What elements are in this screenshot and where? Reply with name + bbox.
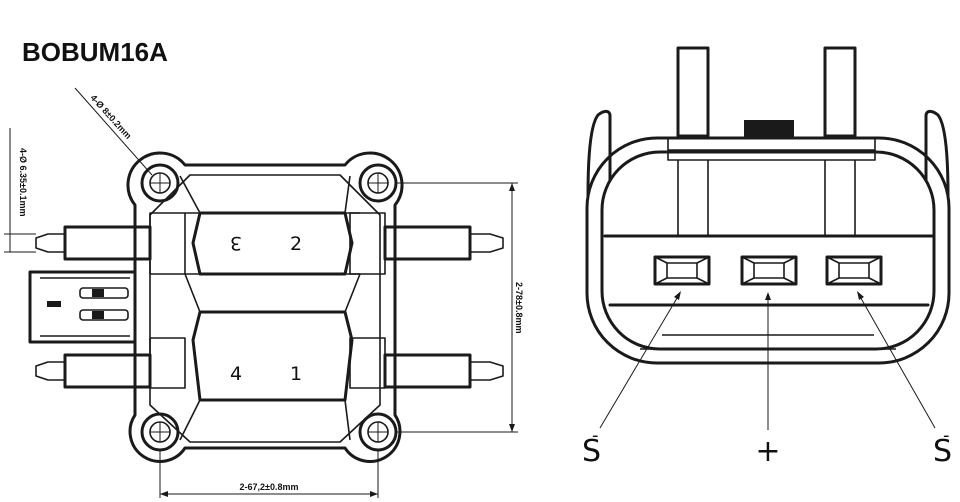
hv-pin-top-right bbox=[383, 225, 504, 261]
latch-tab-right bbox=[823, 46, 857, 138]
hv-pin-bottom-left bbox=[35, 353, 152, 389]
height-dimension: 2-78±0.8mm bbox=[514, 282, 524, 333]
terminal-slot-middle bbox=[740, 255, 798, 286]
coil-block-lower bbox=[149, 310, 386, 402]
housing-inner-outline bbox=[149, 174, 381, 443]
latch-tab-left bbox=[676, 46, 710, 138]
mount-hole-dimension: 4-Ø 8±0.2mm bbox=[89, 93, 134, 141]
side-connector bbox=[28, 270, 137, 344]
mount-hole-bottom-right bbox=[358, 412, 398, 452]
height-dimension-lines bbox=[395, 182, 518, 433]
shell-band-top bbox=[667, 138, 876, 161]
pin-label-signal-right: S bbox=[933, 434, 952, 469]
coil-number-4: 4 bbox=[230, 363, 242, 385]
locking-key bbox=[744, 120, 794, 138]
pin-label-signal-left-sup: - bbox=[592, 425, 599, 446]
connector-cavity bbox=[603, 234, 934, 307]
pin-leader-lines bbox=[599, 291, 936, 430]
part-number-title: BOBUM16A bbox=[22, 37, 168, 67]
mount-hole-bottom-left bbox=[140, 412, 180, 452]
coil-number-1: 1 bbox=[290, 363, 302, 385]
guide-rail-right bbox=[924, 109, 950, 197]
pin-diameter-dimension: 4-Ø 6.35±0.1mm bbox=[18, 148, 28, 216]
pin-label-signal-right-sup: - bbox=[943, 425, 950, 446]
housing-outline bbox=[126, 151, 404, 463]
mount-hole-top-left bbox=[140, 163, 180, 203]
mount-hole-top-right bbox=[358, 163, 398, 203]
coil-number-3: 3 bbox=[230, 232, 242, 254]
coil-number-2: 2 bbox=[290, 233, 302, 255]
pin-label-signal-left: S bbox=[582, 434, 601, 469]
coil-block-upper bbox=[149, 211, 386, 276]
pin-diameter-dimension-lines bbox=[4, 128, 36, 253]
pin-label-positive: + bbox=[755, 434, 780, 469]
housing-chamfers bbox=[179, 175, 361, 441]
terminal-slot-left bbox=[653, 255, 711, 286]
connector-face-view: S - + S - bbox=[582, 46, 952, 469]
terminal-slot-right bbox=[825, 255, 883, 286]
width-dimension: 2-67,2±0.8mm bbox=[240, 482, 299, 492]
hv-pin-top-left bbox=[35, 225, 152, 261]
width-dimension-lines bbox=[159, 450, 379, 498]
mount-hole-leader bbox=[74, 87, 153, 176]
coil-pack-view: 3 2 4 1 4-Ø 8±0.2mm 4-Ø 6.35±0.1mm 2-78±… bbox=[4, 87, 524, 498]
hv-pin-bottom-right bbox=[383, 353, 504, 389]
guide-rail-left bbox=[586, 109, 612, 197]
latch-stems bbox=[677, 160, 856, 236]
